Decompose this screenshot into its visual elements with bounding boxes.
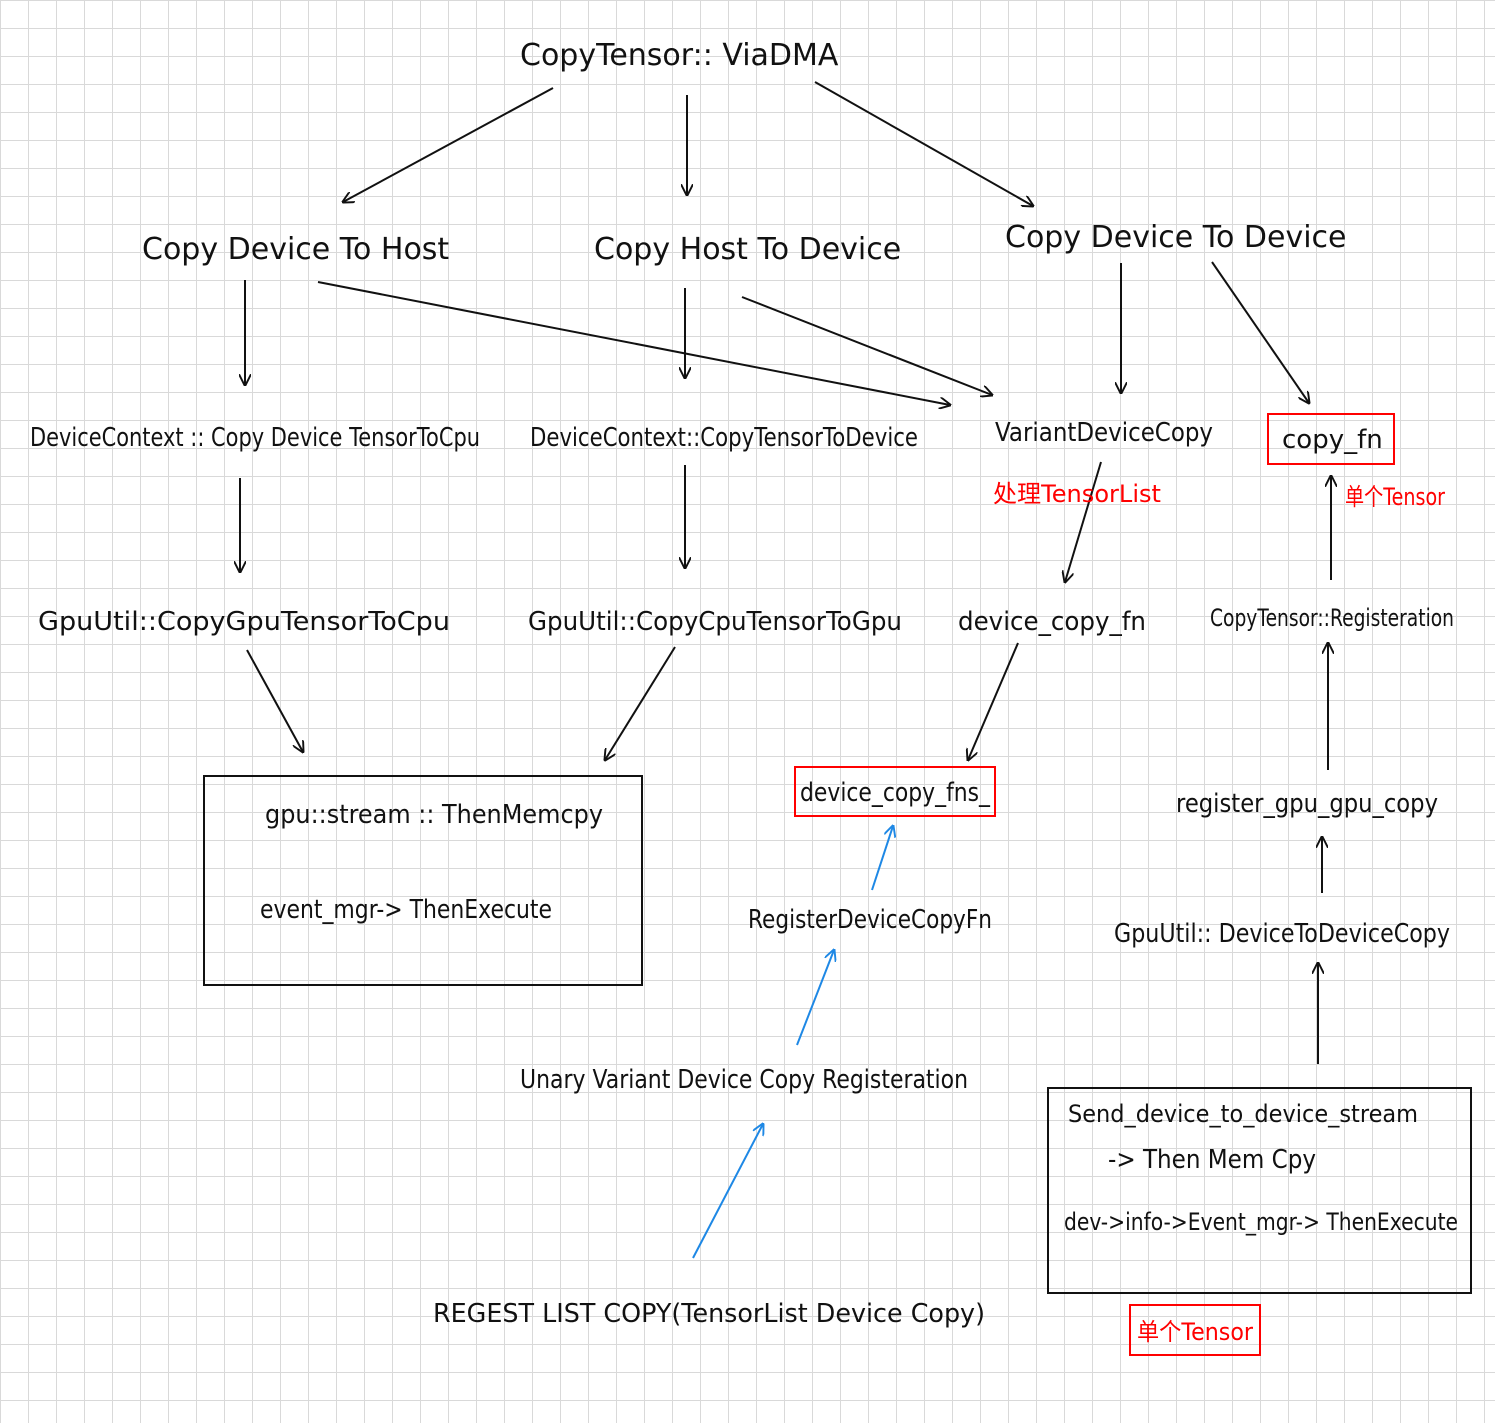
node-register-list-copy: REGEST LIST COPY(TensorList Device Copy) [433, 1299, 985, 1329]
node-dev-info-event-mgr: dev->info->Event_mgr-> ThenExecute [1064, 1208, 1458, 1236]
arrow-register-fn-to-fns [871, 826, 893, 891]
arrow-d2h-to-variant-device-copy [317, 281, 950, 405]
node-gpu-stream-then-memcpy: gpu::stream :: ThenMemcpy [265, 800, 603, 830]
node-copy-tensor-registration: CopyTensor::Registeration [1210, 604, 1454, 632]
node-register-device-copy-fn: RegisterDeviceCopyFn [748, 905, 992, 935]
annotation-single-tensor-bottom: 单个Tensor [1137, 1318, 1253, 1346]
node-copy-fn: copy_fn [1282, 425, 1383, 455]
node-copy-tensor-via-dma: CopyTensor:: ViaDMA [520, 38, 839, 73]
node-variant-device-copy: VariantDeviceCopy [995, 418, 1213, 448]
node-dc-copy-device-tensor-to-cpu: DeviceContext :: Copy Device TensorToCpu [30, 423, 480, 453]
arrow-variant-to-device-copy-fn [1065, 461, 1102, 582]
node-gpuutil-copy-cpu-tensor-to-gpu: GpuUtil::CopyCpuTensorToGpu [528, 607, 902, 637]
node-send-device-to-device-stream: Send_device_to_device_stream [1068, 1100, 1418, 1128]
arrow-h2d-to-variant-device-copy [741, 296, 992, 395]
arrow-registration-to-register-fn [796, 950, 834, 1046]
node-unary-variant-device-copy-registration: Unary Variant Device Copy Registeration [520, 1065, 968, 1095]
node-gpuutil-copy-gpu-tensor-to-cpu: GpuUtil::CopyGpuTensorToCpu [38, 607, 450, 637]
arrow-gpuutil-gpu-to-memcpy [605, 646, 676, 760]
memcpy-execute-box [203, 775, 643, 986]
node-device-copy-fn: device_copy_fn [958, 607, 1146, 637]
node-device-copy-fns: device_copy_fns_ [800, 778, 991, 808]
node-register-gpu-gpu-copy: register_gpu_gpu_copy [1176, 789, 1438, 819]
arrow-dma-to-device-to-host [343, 87, 554, 202]
node-copy-device-to-host: Copy Device To Host [142, 232, 449, 267]
node-gpuutil-device-to-device-copy: GpuUtil:: DeviceToDeviceCopy [1114, 919, 1450, 949]
node-event-mgr-then-execute: event_mgr-> ThenExecute [260, 895, 552, 925]
node-then-mem-copy: -> Then Mem Cpy [1108, 1145, 1316, 1175]
device-copy-fns-box [794, 766, 996, 817]
node-copy-device-to-device: Copy Device To Device [1005, 220, 1346, 255]
arrow-gpuutil-cpu-to-memcpy [246, 649, 303, 752]
single-tensor-bottom-box [1129, 1304, 1261, 1356]
arrow-device-copy-fn-to-fns [968, 642, 1019, 760]
arrow-dma-to-device-to-device [814, 81, 1033, 206]
annotation-handle-tensor-list: 处理TensorList [993, 480, 1161, 508]
send-stream-box [1047, 1087, 1472, 1294]
node-copy-host-to-device: Copy Host To Device [594, 232, 901, 267]
arrow-list-copy-to-registration [692, 1124, 763, 1259]
node-dc-copy-tensor-to-device: DeviceContext::CopyTensorToDevice [530, 423, 918, 453]
arrow-d2d-to-copy-fn [1211, 261, 1309, 403]
annotation-single-tensor-top: 单个Tensor [1345, 483, 1445, 511]
copy-fn-box [1267, 413, 1395, 465]
